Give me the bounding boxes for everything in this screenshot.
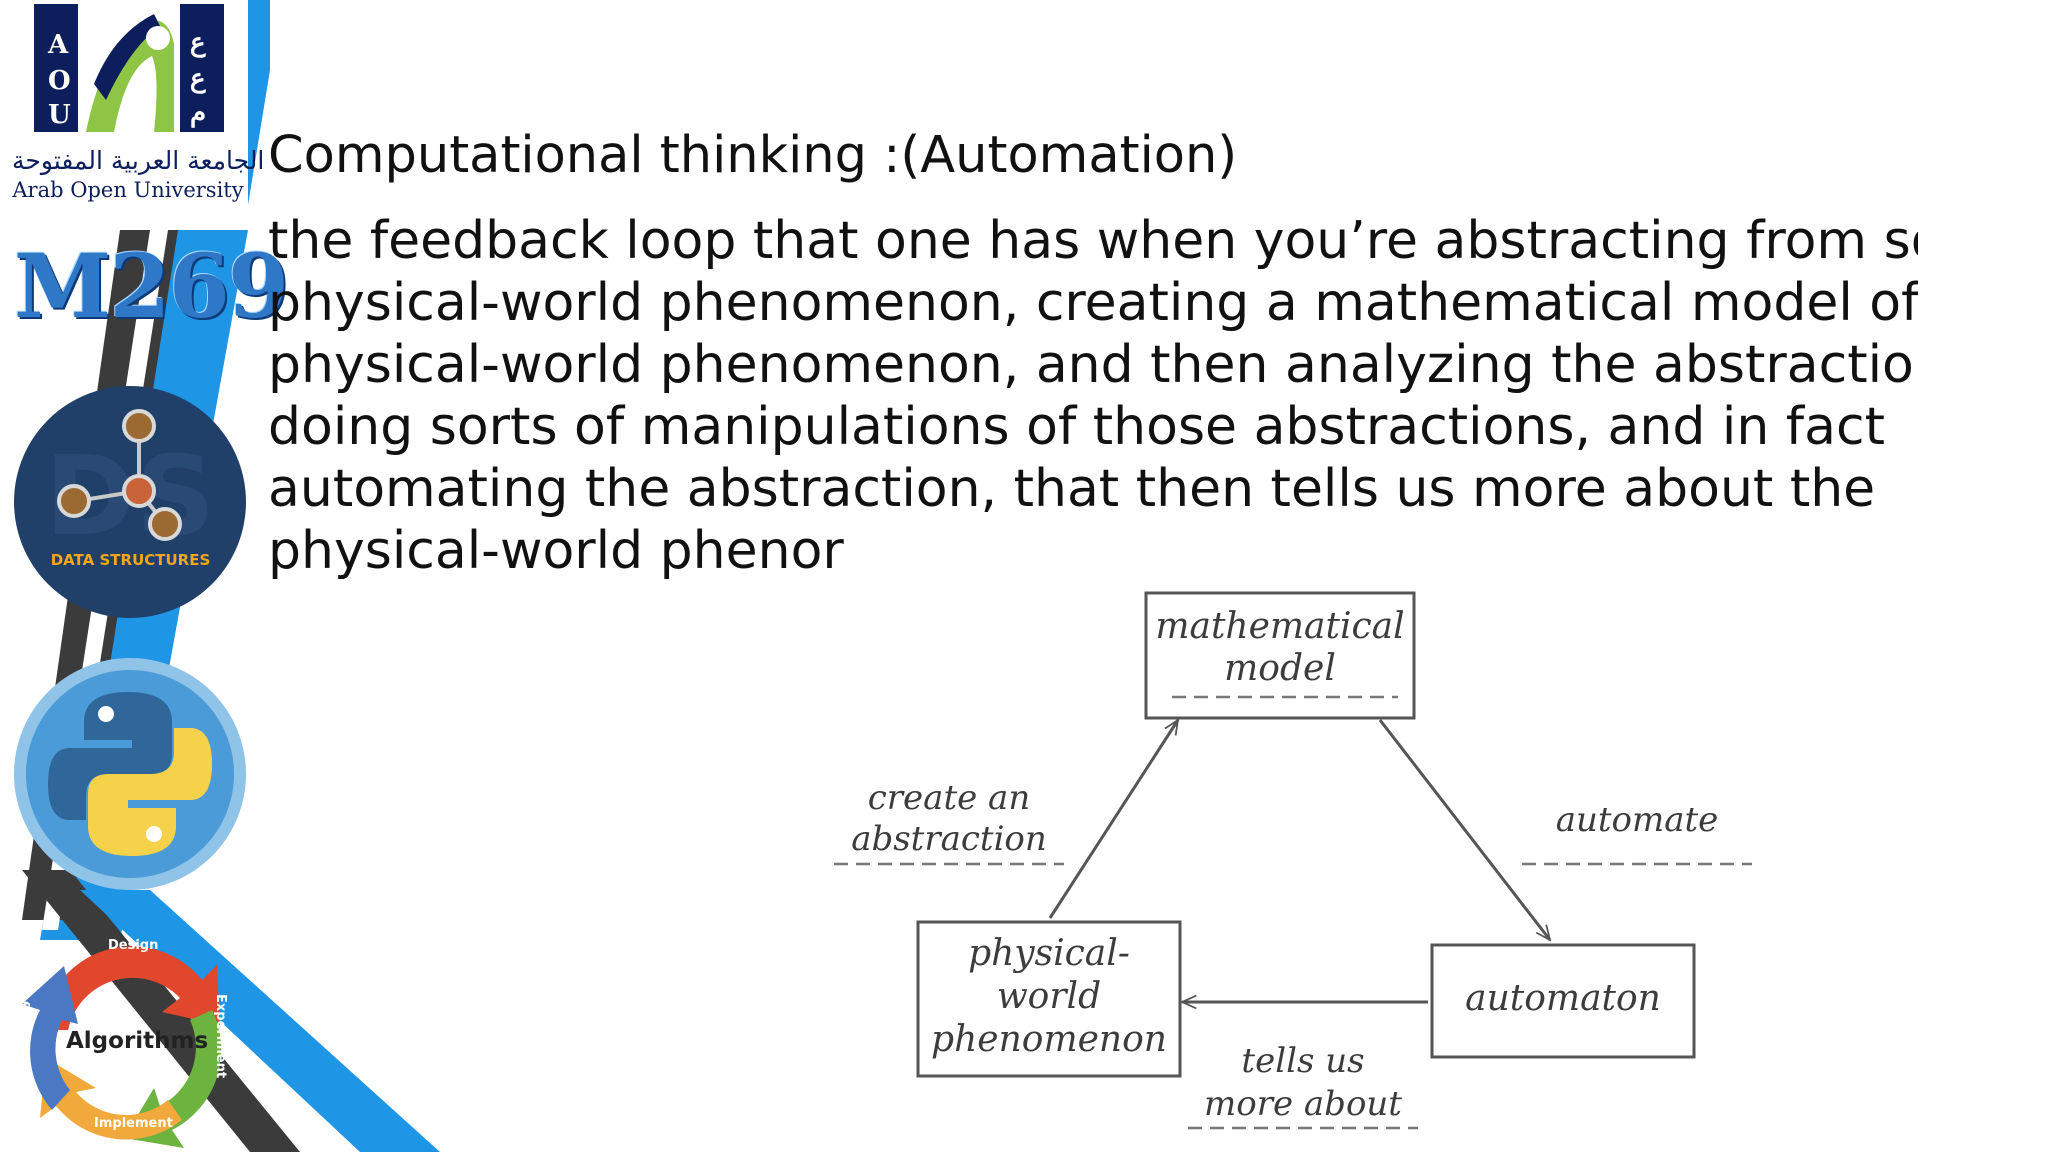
cycle-step-analyze: Analyze [16,982,31,1040]
cycle-step-design: Design [108,938,159,953]
badge-node [148,507,182,541]
data-structures-badge: DS [14,386,246,618]
logo-letter-ar-2: ع [190,64,206,94]
course-code: M269 [14,234,289,338]
node-label-line: mathematical [1155,606,1405,647]
university-name-english: Arab Open University [12,178,244,202]
cycle-step-experiment: Experiment [213,994,228,1079]
badge-node [122,409,156,443]
python-snake-yellow [88,728,212,856]
python-snake-blue [48,692,172,820]
logo-letter-o: O [48,66,71,96]
slide-title: Computational thinking :(Automation) [268,126,1238,185]
node-label-line: world [996,976,1102,1017]
body-line: the feedback loop that one has when you’… [268,211,1918,271]
edge-label-line: create an [867,778,1031,818]
edge-label-line: automate [1555,800,1719,840]
cycle-step-implement: Implement [94,1116,173,1131]
logo-letter-u: U [48,100,71,130]
body-line: physical-world phenomenon, and then anal… [268,335,1918,395]
emblem-right-pillar [180,4,224,132]
edge-label-tells-us-more-about: tells us more about [1188,1040,1418,1126]
emblem-head [146,26,170,50]
algorithm-cycle-icon [22,946,222,1148]
blue-stripe [248,0,270,205]
emblem-left-pillar [34,4,78,132]
logo-letter-ar-1: ع [190,28,206,58]
body-line: physical-world phenomenon, creating a ma… [268,273,1918,333]
edge-label-line: tells us [1241,1041,1365,1081]
edge-label-line: abstraction [851,819,1047,859]
node-label-physical-world-phenomenon: physical- world phenomenon [918,932,1180,1061]
node-label-line: phenomenon [931,1019,1167,1060]
university-name-arabic: الجامعة العربية المفتوحة [12,146,265,175]
edge-label-create-abstraction: create an abstraction [834,778,1064,860]
body-line: physical-world phenor [268,521,844,580]
cycle-arc-implement [40,1058,182,1140]
cycle-arc-design [42,946,220,1030]
python-eye [98,706,114,722]
edge-label-automate: automate [1522,800,1752,841]
logo-letter-a: A [48,30,69,60]
body-line: automating the abstraction, that then te… [268,459,1876,519]
badge-node [57,484,91,518]
emblem-figure-inner [114,56,157,132]
logo-letter-ar-3: م [190,98,207,128]
edge-label-line: more about [1204,1084,1402,1124]
node-label-mathematical-model: mathematical model [1146,606,1414,690]
slide-body: the feedback loop that one has when you’… [268,210,1918,580]
aou-emblem [34,4,224,133]
node-label-line: automaton [1465,978,1661,1019]
body-line: doing sorts of manipulations of those ab… [268,397,1885,457]
node-label-line: physical- [968,933,1130,974]
badge-node [122,474,156,508]
data-structures-label: DATA STRUCTURES [50,551,211,569]
algorithms-label: Algorithms [66,1028,209,1054]
edge-create-abstraction-arrow [1048,720,1180,919]
node-label-automaton: automaton [1432,978,1694,1020]
python-eye [146,826,162,842]
python-logo-icon [14,658,246,890]
emblem-swoosh [94,14,160,100]
lower-dark-band [22,870,300,1152]
node-label-line: model [1224,648,1336,689]
cycle-arc-analyze [22,966,78,1110]
